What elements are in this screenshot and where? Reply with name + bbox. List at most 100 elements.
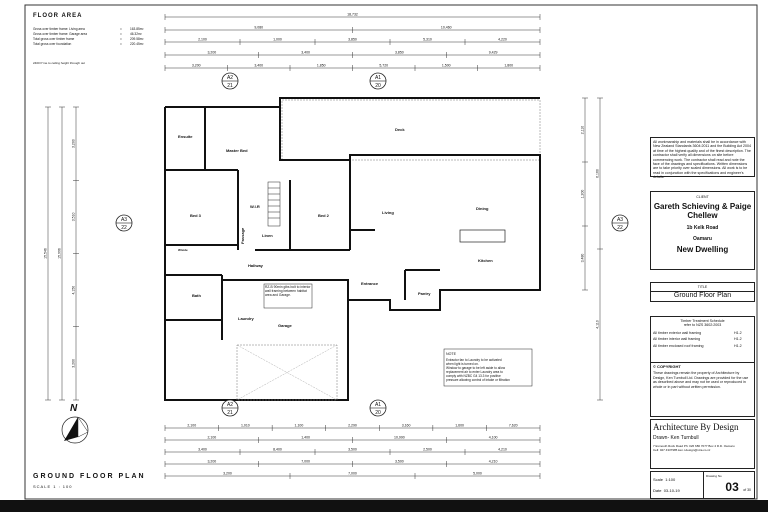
timber-row: All timber exterior wall framing H1.2	[653, 331, 752, 335]
section-marker-id: A1	[375, 75, 381, 81]
section-marker-sheet: 22	[617, 225, 623, 231]
timber-grade: H1.2	[734, 330, 742, 335]
stairs	[267, 181, 281, 227]
dimension-label: 4,100	[489, 436, 498, 440]
section-marker-id: A2	[227, 75, 233, 81]
dimension-label: 1,500	[442, 64, 451, 68]
floor-area-label: Gross over timber frame: Living area	[33, 27, 85, 31]
plan-note-heading: NOTE	[446, 352, 457, 356]
room-living: Living	[382, 210, 394, 215]
dimension-label: 1,400	[301, 436, 310, 440]
plan-note-line: pressure allowing control of intake or f…	[446, 378, 510, 382]
dimension-label: 4,210	[489, 460, 498, 464]
floor-area-label: Total gross over foundation	[33, 42, 71, 46]
dimension-label: 3,200	[72, 359, 76, 368]
date-label: Date	[653, 488, 662, 493]
sheet-border	[24, 4, 758, 500]
timber-item: All timber interior wall framing	[653, 337, 701, 342]
timber-item: All timber enclosed roof framing	[653, 343, 704, 348]
timber-sub: refer to NZS 3602:2003	[683, 323, 722, 328]
dimension-label: 8,400	[273, 448, 282, 452]
dimension-label: 3,510	[72, 212, 76, 221]
timber-grade: H1.2	[734, 337, 742, 342]
dimension-label: 7,000	[348, 472, 357, 476]
dimension-label: 2,100	[207, 436, 216, 440]
scale-value: 1:100	[665, 477, 676, 482]
dimension-label: 4,150	[72, 286, 76, 295]
firm-address: 7 Exmouth Rock Road Ph: 026 686 7077 Box…	[653, 444, 735, 448]
dimension-label: 10,990	[394, 436, 405, 440]
dimension-label: 3,400	[301, 51, 310, 55]
dimension-label: 5,720	[379, 64, 388, 68]
dimension-label: 2,290	[348, 424, 357, 428]
plan-note-line: when light is turned on.	[446, 362, 479, 366]
dimension-label: 3,850	[348, 38, 357, 42]
dimension-label: 3,400	[254, 64, 263, 68]
dimension-label: 6,160	[596, 169, 600, 178]
floor-area-eq: =	[120, 37, 122, 41]
timber-row: All timber interior wall framing H1.2	[653, 337, 752, 341]
floor-area-value: 163.85m²	[130, 27, 143, 31]
dimension-label: 2,110	[581, 126, 585, 135]
timber-heading: Timber Treatment Schedule	[680, 319, 725, 323]
section-marker-sheet: 22	[121, 225, 127, 231]
client-town: Oamaru	[693, 236, 712, 242]
drawing-scale: SCALE 1 : 100	[33, 484, 72, 489]
dimension-label: 4,220	[498, 38, 507, 42]
general-notes: All workmanship and materials shall be i…	[650, 137, 755, 180]
firm-name: Architecture By Design	[653, 422, 739, 432]
dimension-label: 1,010	[241, 424, 250, 428]
dimension-label: 3,500	[348, 448, 357, 452]
dimension-label: 4,210	[498, 448, 507, 452]
walls	[164, 97, 541, 401]
section-marker-sheet: 21	[227, 83, 233, 89]
dimension-label: 1,000	[273, 38, 282, 42]
north-arrow-icon	[61, 416, 89, 444]
garage-door-outline	[236, 344, 338, 401]
bottom-bar	[0, 500, 768, 512]
floor-area-eq: =	[120, 32, 122, 36]
plan-note-line: Window to garage to be left aside to all…	[446, 366, 506, 370]
room-bed-3: Bed 3	[190, 213, 202, 218]
room-master-bed: Master Bed	[226, 148, 248, 153]
sheet-title: Ground Floor Plan	[651, 291, 754, 299]
plan-note-box	[443, 348, 533, 387]
room-wir: W.I.R	[250, 204, 260, 209]
client-label: CLIENT	[696, 195, 709, 199]
room-bath: Bath	[192, 293, 201, 298]
dimension-label: 3,200	[223, 472, 232, 476]
dimension-label: 10,460	[441, 26, 452, 30]
floor-area-note: 2400 P ine to ceiling height through out	[33, 61, 85, 65]
room-entrance: Entrance	[361, 281, 379, 286]
room-garage: Garage	[278, 323, 293, 328]
north-label: N	[70, 403, 78, 414]
sheet-number: 03	[725, 480, 739, 494]
section-marker-id: A2	[227, 402, 233, 408]
dimension-label: 3,500	[395, 460, 404, 464]
general-notes-text: All workmanship and materials shall be i…	[653, 140, 752, 180]
drawing-no-label: Drawing No	[706, 474, 722, 478]
floor-area-title: FLOOR AREA	[33, 13, 82, 19]
dimension-label: 15,996	[58, 248, 62, 259]
room-passage: Passage	[240, 227, 245, 244]
dimension-label: 3,200	[207, 51, 216, 55]
plan-note-line: replacement air to enter Laundry area to	[446, 370, 503, 374]
timber-item: All timber exterior wall framing	[653, 330, 702, 335]
floor-area-eq: =	[120, 42, 122, 46]
room-pantry: Pantry	[418, 291, 431, 296]
dimension-label: 3,850	[395, 51, 404, 55]
firm-block: Architecture By Design Drawn- Ken Turnbu…	[650, 419, 755, 469]
dimension-label: 3,200	[72, 139, 76, 148]
dimension-label: 3,200	[192, 64, 201, 68]
room-labels: Ensuite Master Bed Deck Bed 3 W.I.R Bed …	[178, 127, 493, 328]
dimension-label: 5,310	[423, 38, 432, 42]
kitchen-island	[459, 229, 506, 243]
firm-contact: Cell: 027 4337985 ken.t.design@xtra.co.n…	[653, 448, 711, 453]
